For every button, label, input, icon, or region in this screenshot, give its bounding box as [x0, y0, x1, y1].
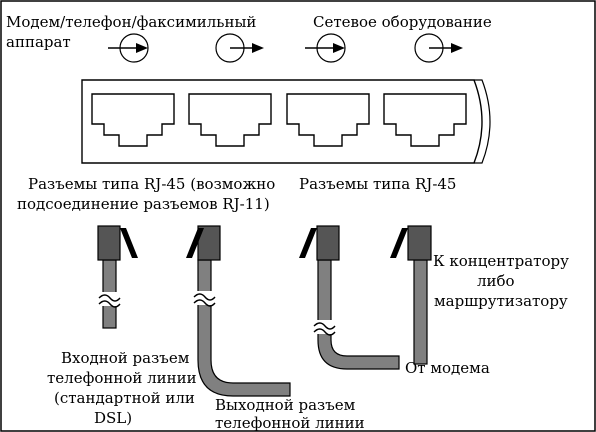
label-rj45-left: Разъемы типа RJ-45 (возможно — [28, 175, 275, 193]
label-modem-phone-fax: Модем/телефон/факсимильный — [6, 13, 256, 31]
svg-text:DSL): DSL) — [94, 409, 132, 427]
rj45-jack-4 — [383, 93, 467, 147]
svg-text:телефонной линии: телефонной линии — [215, 414, 365, 432]
svg-text:Входной разъем: Входной разъем — [61, 349, 190, 367]
svg-text:либо: либо — [477, 272, 515, 290]
port-panel — [81, 79, 491, 164]
arrow-in-circle-icon — [108, 33, 149, 63]
label-rj45-left-2: подсоединение разъемов RJ-11) — [17, 195, 270, 213]
label-network-equipment: Сетевое оборудование — [313, 13, 492, 31]
arrow-out-circle-icon — [215, 33, 264, 63]
label-phone-line-out: Выходной разъем телефонной линии — [215, 396, 365, 432]
svg-text:телефонной линии: телефонной линии — [47, 369, 197, 387]
svg-text:Выходной разъем: Выходной разъем — [215, 396, 356, 414]
cable-phone-line-in — [97, 225, 138, 329]
arrow-in-circle-icon — [305, 33, 346, 63]
cable-from-modem — [299, 225, 400, 370]
svg-text:К концентратору: К концентратору — [433, 252, 569, 270]
label-rj45-right: Разъемы типа RJ-45 — [299, 175, 456, 193]
svg-text:маршрутизатору: маршрутизатору — [434, 292, 568, 310]
cable-phone-line-out — [186, 225, 291, 397]
rj45-jack-2 — [188, 93, 272, 147]
arrow-out-circle-icon — [414, 33, 463, 63]
cable-to-hub — [390, 225, 432, 365]
label-to-hub: К концентратору либо маршрутизатору — [433, 252, 569, 310]
rj45-jack-1 — [91, 93, 175, 147]
label-phone-line-in: Входной разъем телефонной линии (стандар… — [47, 349, 197, 427]
svg-text:(стандартной или: (стандартной или — [54, 389, 195, 407]
rj45-jack-3 — [286, 93, 370, 147]
label-from-modem: От модема — [405, 359, 490, 377]
label-modem-phone-fax-2: аппарат — [6, 33, 71, 51]
